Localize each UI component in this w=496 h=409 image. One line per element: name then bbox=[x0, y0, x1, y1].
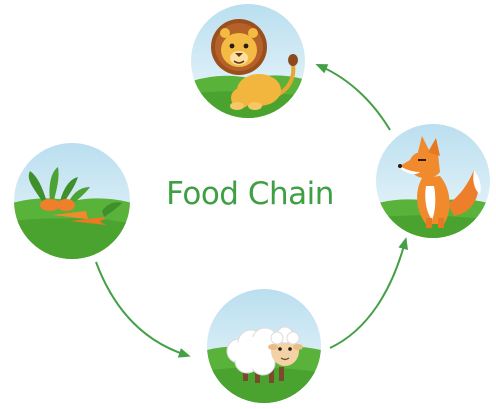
arrow-carrots-to-sheep bbox=[95, 261, 191, 358]
arrow-sheep-to-fox bbox=[329, 237, 408, 349]
arrow-fox-to-lion bbox=[315, 63, 391, 131]
sheep-node bbox=[207, 289, 321, 403]
diagram-title: Food Chain bbox=[166, 176, 334, 212]
fox-node bbox=[376, 124, 490, 238]
carrots-node bbox=[14, 143, 130, 259]
lion-node bbox=[191, 4, 305, 118]
